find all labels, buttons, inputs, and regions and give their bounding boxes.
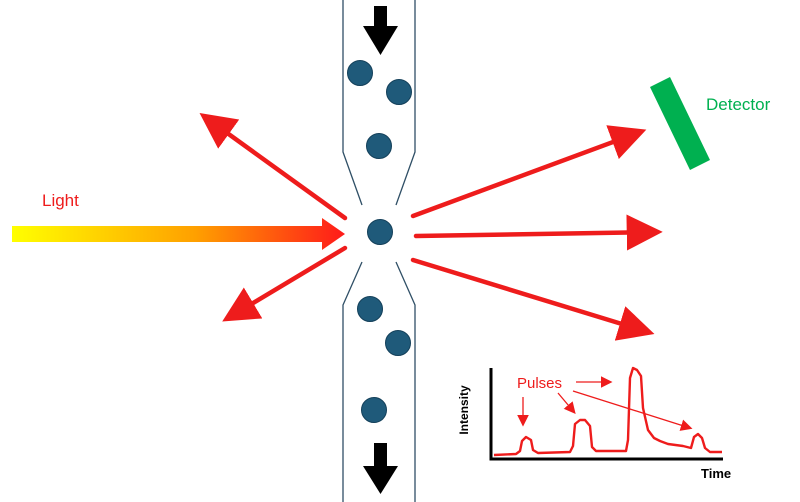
channel-wall-left-top (342, 0, 363, 206)
particle (367, 219, 393, 245)
plot-axes (489, 368, 723, 461)
scattered-ray-lower-left (222, 245, 348, 322)
flow-in-arrow-icon (363, 6, 398, 55)
pointer-arrow-2 (557, 392, 576, 414)
particle (357, 296, 383, 322)
scattered-ray-upper-left (199, 113, 348, 221)
flow-channel (342, 0, 416, 502)
detector (650, 77, 710, 170)
particle (347, 60, 373, 86)
particle (385, 330, 411, 356)
scattered-rays (199, 113, 663, 341)
flow-out-arrow-icon (363, 443, 398, 494)
incident-light-beam (12, 218, 345, 250)
y-axis-label: Intensity (457, 385, 471, 435)
channel-wall-right-bottom (395, 261, 416, 502)
pulse-signal-line (493, 366, 722, 457)
x-axis-label: Time (701, 466, 731, 481)
particle (366, 133, 392, 159)
scattered-ray-right (413, 214, 663, 251)
particle (361, 397, 387, 423)
particles (347, 60, 412, 423)
pulses-label: Pulses (517, 375, 562, 392)
scattered-ray-lower-right (410, 257, 655, 341)
pointer-arrow-4 (572, 390, 693, 431)
scattered-ray-to-detector (410, 125, 647, 219)
channel-wall-left-bottom (342, 261, 363, 502)
particle (386, 79, 412, 105)
detector-label: Detector (706, 95, 771, 114)
channel-wall-right-top (395, 0, 416, 206)
pulse-pointer-arrows (517, 376, 693, 431)
pulse-plot: Intensity Time Pulses (457, 366, 731, 481)
light-label: Light (42, 191, 79, 210)
